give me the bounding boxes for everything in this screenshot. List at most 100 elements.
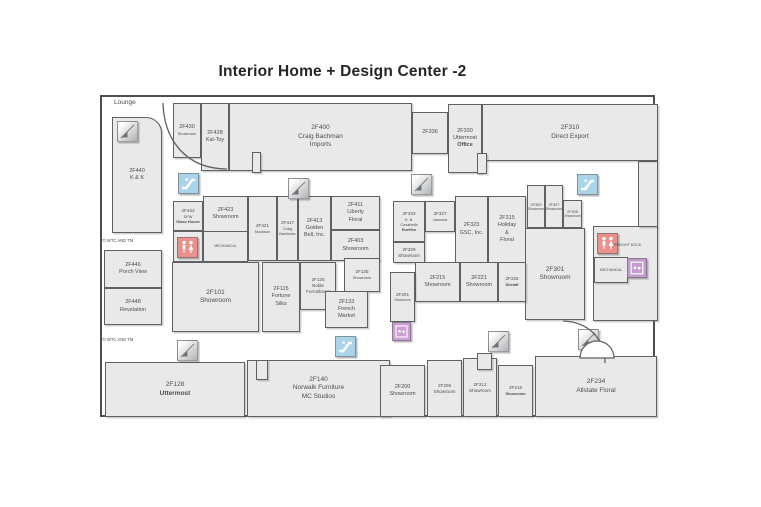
room-label: & — [505, 229, 509, 236]
room-label: 2F403 — [347, 238, 364, 245]
room-label: 2F333 — [402, 210, 416, 216]
room-label: 2F417 — [280, 220, 295, 226]
room-label: Rueffen — [401, 227, 417, 233]
room-label: 2F428 — [207, 129, 223, 136]
room-label: Showroom — [527, 206, 545, 211]
room-label: Market — [338, 313, 355, 320]
room-label: Showroom — [177, 131, 197, 137]
room-label: Shelaff — [505, 282, 519, 288]
stairs-icon — [411, 174, 432, 195]
room-label: 2F115 — [273, 286, 289, 293]
room-label: 2F234 — [586, 378, 606, 386]
room-label: 2F323 — [463, 222, 480, 229]
room-label: 2F448 — [125, 299, 141, 306]
room-label: 2F330 — [457, 127, 473, 134]
room-label: 2F446 — [125, 261, 141, 268]
room-label: 2F305 — [566, 209, 579, 215]
room-label: MECHANICAL — [214, 244, 237, 249]
room-label: 2F423 — [217, 206, 234, 213]
room-label: Bachman — [279, 231, 296, 237]
room-utility-b — [477, 153, 487, 174]
room-label: Nourison — [254, 228, 271, 234]
room-label: K & K — [129, 175, 145, 181]
room-east-strip — [638, 161, 658, 227]
room-label: Showroom — [389, 391, 416, 397]
room-label: Floral — [348, 216, 363, 223]
restroom-icon — [177, 237, 198, 258]
room-label: Showroom — [539, 274, 571, 281]
room-label: 2F133 — [338, 298, 355, 305]
room-2F336: 2F336 — [412, 112, 448, 154]
room-label: Jasonna — [432, 216, 448, 222]
room-label: Showroom — [212, 214, 239, 220]
room-label: Casabella — [400, 221, 418, 227]
room-utility-a — [252, 152, 261, 173]
stairs-icon — [117, 121, 138, 142]
room-label: MC Studios — [301, 392, 336, 400]
room-label: Bell, Inc. — [303, 232, 326, 239]
room-label: Showroom — [352, 275, 372, 281]
room-label: MECHANICAL — [599, 267, 623, 272]
room-label: Silks — [275, 300, 287, 307]
freight-elevator-icon — [627, 258, 647, 278]
room-label: Porch View — [119, 269, 147, 275]
room-label: Uttermost — [453, 134, 477, 141]
room-label: Holiday — [497, 222, 517, 229]
room-label: Allstate Floral — [576, 386, 616, 394]
room-label: Showroom — [545, 206, 563, 211]
room-label: Showroom — [505, 391, 526, 397]
room-label: 2F413 — [306, 217, 323, 224]
to-wtc-tm-label-lower: TO WTC AND TM — [100, 337, 134, 342]
room-label: 2F225 — [505, 276, 519, 282]
room-label: Showroom — [465, 282, 493, 288]
room-label: 2F128 — [165, 381, 185, 389]
lounge-label: Lounge — [114, 99, 136, 106]
freight-dock-label: FREIGHT DOCK — [614, 243, 642, 247]
room-label: Showroom — [564, 214, 581, 219]
room-label: Showroom — [199, 297, 232, 304]
room-label: 2F216 — [508, 385, 523, 391]
stairs-icon — [578, 329, 599, 350]
room-label: 2F135 — [355, 269, 369, 275]
room-label: Glass House — [176, 218, 200, 224]
room-label: 2F411 — [347, 202, 364, 209]
room-label: Golden — [305, 224, 324, 231]
escalator-icon — [178, 173, 199, 194]
room-label: 2F212 — [473, 381, 487, 387]
room-label: 2F400 — [311, 124, 330, 132]
room-label: GSC, Inc. — [459, 229, 484, 236]
room-utility-c — [256, 360, 268, 380]
room-label: DFW — [183, 213, 193, 219]
to-wtc-tm-label-upper: TO WTC AND TM — [100, 238, 134, 243]
room-label: Showroom — [433, 388, 456, 394]
stairs-icon — [288, 178, 309, 199]
room-label: Imports — [309, 141, 332, 149]
room-label: Uttermost — [159, 389, 191, 397]
room-label: Liberty — [347, 209, 364, 216]
escalator-icon — [577, 174, 598, 195]
room-label: 2F200 — [394, 383, 411, 390]
